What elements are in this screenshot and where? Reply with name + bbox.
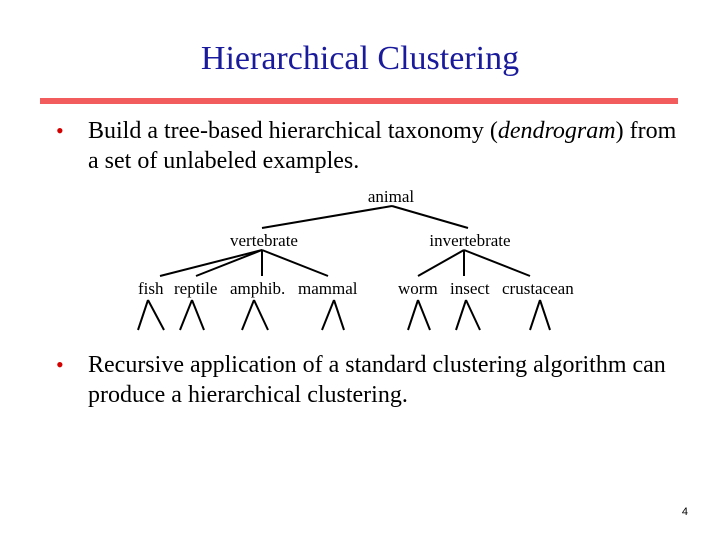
bullet-1-emphasis: dendrogram	[497, 118, 616, 144]
node-invertebrate: invertebrate	[429, 231, 510, 250]
leaf-worm: worm	[398, 279, 438, 298]
bullet-1-text-start: Build a tree-based hierarchical taxonomy…	[88, 118, 498, 144]
edge-vertebrate-reptile	[195, 249, 263, 277]
leaf-amphib: amphib.	[230, 279, 285, 298]
leaf-reptile: reptile	[174, 279, 217, 298]
bullet-icon: •	[56, 352, 64, 377]
leaf-mammal: mammal	[298, 279, 358, 298]
bullet-1-text: Build a tree-based hierarchical taxonomy…	[88, 116, 688, 176]
edge-vertebrate-fish	[159, 249, 263, 277]
edge-invertebrate-crustacean	[463, 249, 531, 277]
node-vertebrate: vertebrate	[230, 231, 298, 250]
leaf-fish: fish	[138, 279, 164, 298]
slide-title: Hierarchical Clustering	[200, 40, 520, 77]
edge-vertebrate-mammal	[261, 249, 329, 277]
edge-invertebrate-worm	[417, 249, 465, 277]
node-animal: animal	[368, 187, 415, 206]
page-number: 4	[681, 506, 688, 518]
edge-root-invertebrate	[391, 205, 469, 229]
leaf-crustacean: crustacean	[502, 279, 574, 298]
edge-root-vertebrate	[261, 205, 393, 229]
title-divider	[40, 98, 678, 104]
leaf-insect: insect	[450, 279, 490, 298]
dendrogram-edges	[137, 205, 551, 331]
dendrogram: animal vertebrate invertebrate fish rept…	[137, 187, 574, 331]
bullet-icon: •	[56, 118, 64, 143]
leaf-subbranches	[137, 299, 551, 331]
bullet-2-text: Recursive application of a standard clus…	[88, 352, 666, 408]
bullet-1-text-end: ) from a set of unlabeled examples.	[88, 118, 677, 174]
